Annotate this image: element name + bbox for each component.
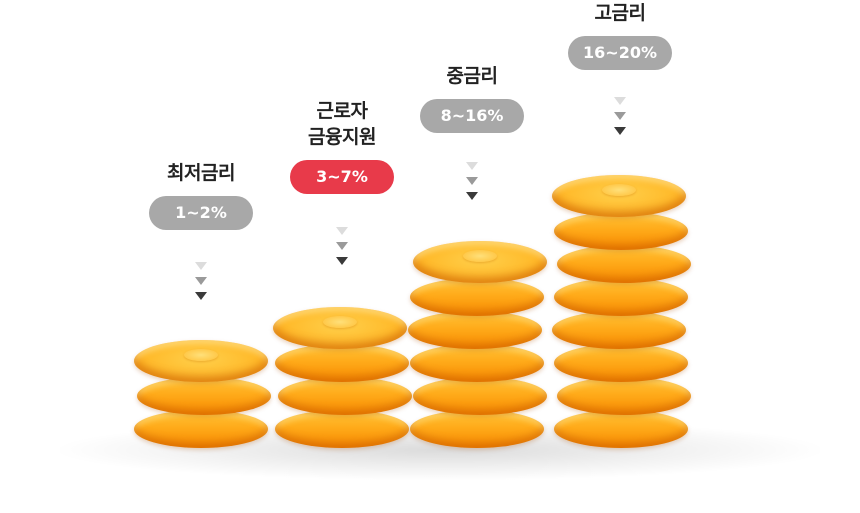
tier-lowest-rate: 최저금리 1~2%: [121, 160, 281, 230]
arrow-down-icon: [195, 292, 207, 300]
coin: [557, 377, 691, 415]
coin: [410, 410, 544, 448]
coin: [554, 410, 688, 448]
tier-title: 중금리: [446, 65, 498, 87]
coin: [554, 212, 688, 250]
arrow-down-icon: [466, 177, 478, 185]
arrow-down-icon: [614, 127, 626, 135]
coin-top-face: [552, 175, 686, 217]
arrow-down-icon: [614, 97, 626, 105]
down-arrows-icon: [392, 162, 552, 207]
coin: [410, 278, 544, 316]
coin-top-face: [273, 307, 407, 349]
coin: [134, 410, 268, 448]
coin: [552, 311, 686, 349]
rate-badge: 8~16%: [420, 99, 524, 133]
down-arrows-icon: [262, 227, 422, 272]
tier-title: 근로자 금융지원: [308, 100, 376, 148]
coin: [408, 311, 542, 349]
tier-high-rate: 고금리 16~20%: [540, 0, 700, 70]
tier-title: 고금리: [594, 2, 646, 24]
tier-title: 최저금리: [167, 162, 235, 184]
arrow-down-icon: [336, 257, 348, 265]
arrow-down-icon: [614, 112, 626, 120]
coin: [554, 278, 688, 316]
rate-badge: 1~2%: [149, 196, 253, 230]
coin: [413, 377, 547, 415]
coin-top-face: [134, 340, 268, 382]
arrow-down-icon: [195, 262, 207, 270]
rate-badge: 3~7%: [290, 160, 394, 194]
coin: [410, 344, 544, 382]
coin: [275, 410, 409, 448]
arrow-down-icon: [466, 192, 478, 200]
down-arrows-icon: [540, 97, 700, 142]
arrow-down-icon: [195, 277, 207, 285]
rate-badge: 16~20%: [568, 36, 672, 70]
coin: [278, 377, 412, 415]
coin: [275, 344, 409, 382]
arrow-down-icon: [336, 242, 348, 250]
tier-worker-financial-support: 근로자 금융지원 3~7%: [262, 98, 422, 194]
coin: [554, 344, 688, 382]
tier-mid-rate: 중금리 8~16%: [392, 63, 552, 133]
down-arrows-icon: [121, 262, 281, 307]
coin: [137, 377, 271, 415]
coin: [557, 245, 691, 283]
coin-top-face: [413, 241, 547, 283]
arrow-down-icon: [336, 227, 348, 235]
arrow-down-icon: [466, 162, 478, 170]
